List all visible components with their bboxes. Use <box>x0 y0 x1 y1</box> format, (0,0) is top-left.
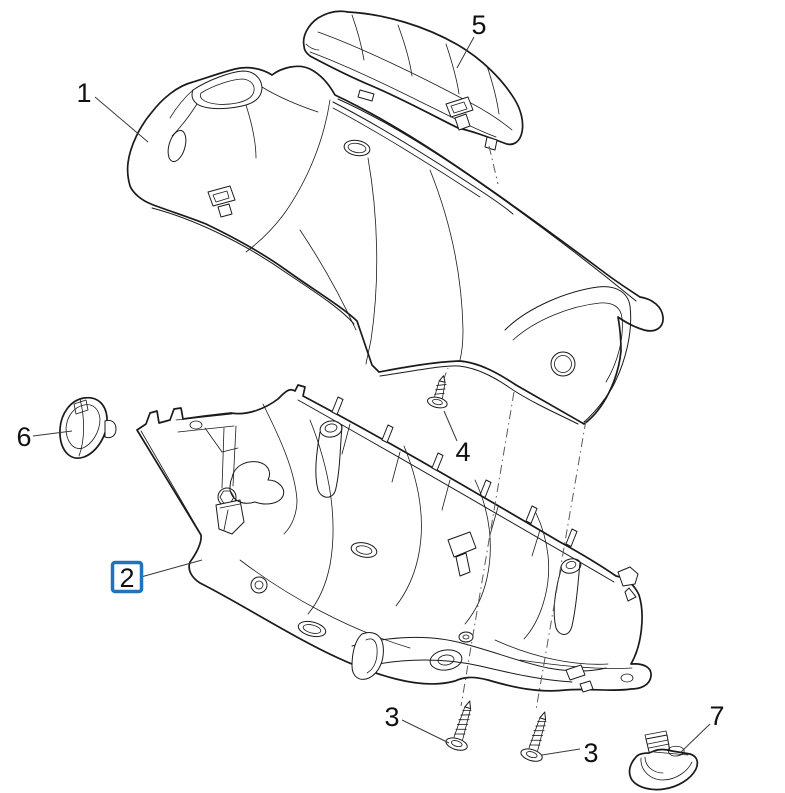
callout-label: 2 <box>119 563 134 593</box>
callout-label: 1 <box>76 78 91 108</box>
screw-3a-drawing <box>443 697 481 754</box>
callout-5[interactable]: 5 <box>456 10 487 69</box>
callout-1[interactable]: 1 <box>76 78 149 143</box>
callout-label: 5 <box>471 10 486 40</box>
leader-line <box>401 719 450 744</box>
callout-2-highlighted[interactable]: 2 <box>110 559 203 594</box>
leader-line <box>541 748 581 756</box>
leader-line <box>443 410 458 442</box>
callout-7[interactable]: 7 <box>680 701 725 753</box>
end-clip-drawing <box>628 730 699 791</box>
callout-label: 6 <box>16 422 31 452</box>
callout-3-left[interactable]: 3 <box>384 702 450 744</box>
callout-label: 3 <box>583 738 598 768</box>
leader-line <box>140 559 203 578</box>
callout-label: 4 <box>455 437 470 467</box>
knob-cover-drawing <box>59 396 117 459</box>
upper-cover-drawing <box>126 65 664 425</box>
screw-3b-drawing <box>518 708 556 765</box>
leader-line <box>94 96 149 143</box>
callout-3-right[interactable]: 3 <box>541 738 599 768</box>
leader-line <box>32 430 73 437</box>
leader-line <box>680 723 711 753</box>
callout-label: 7 <box>709 701 724 731</box>
leader-line <box>456 36 475 69</box>
screw-4-drawing <box>425 372 454 411</box>
highlight-box <box>110 560 144 594</box>
callout-label: 3 <box>384 702 399 732</box>
lower-cover-drawing <box>136 384 652 693</box>
callout-6[interactable]: 6 <box>16 422 73 452</box>
callout-4[interactable]: 4 <box>443 410 471 467</box>
